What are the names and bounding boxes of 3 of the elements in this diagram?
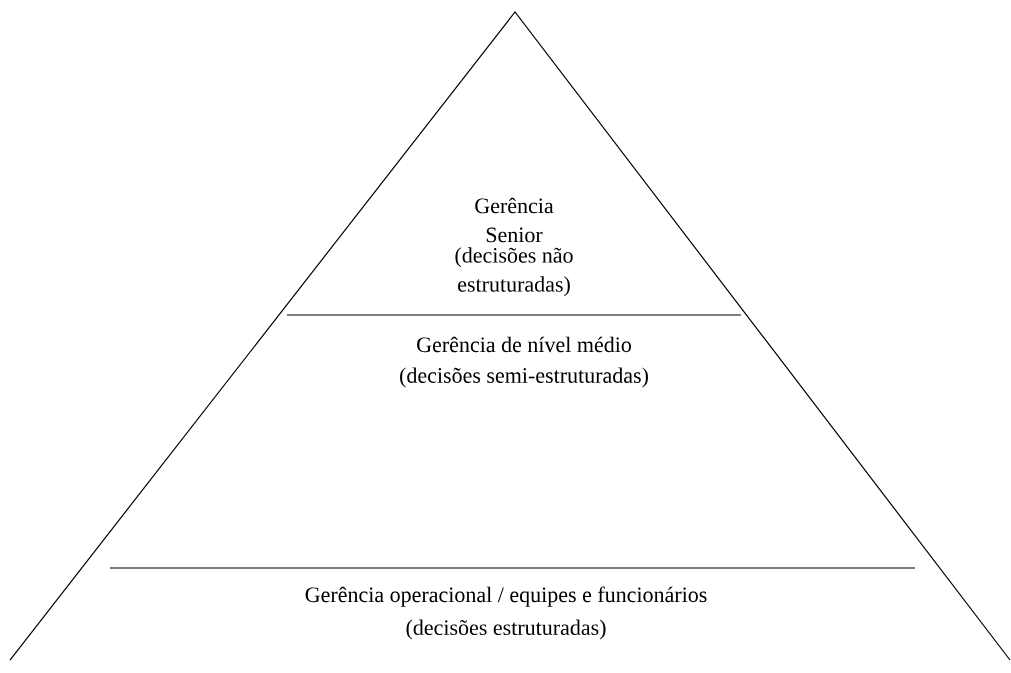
- pyramid-level-text: Gerência operacional / equipes e funcionários (decisões estruturadas): [305, 586, 707, 640]
- pyramid-level-text: Gerência de nível médio (decisões semi-estruturadas): [400, 336, 648, 388]
- pyramid-level-text: Gerência Senior (decisões não estruturadas): [455, 197, 573, 297]
